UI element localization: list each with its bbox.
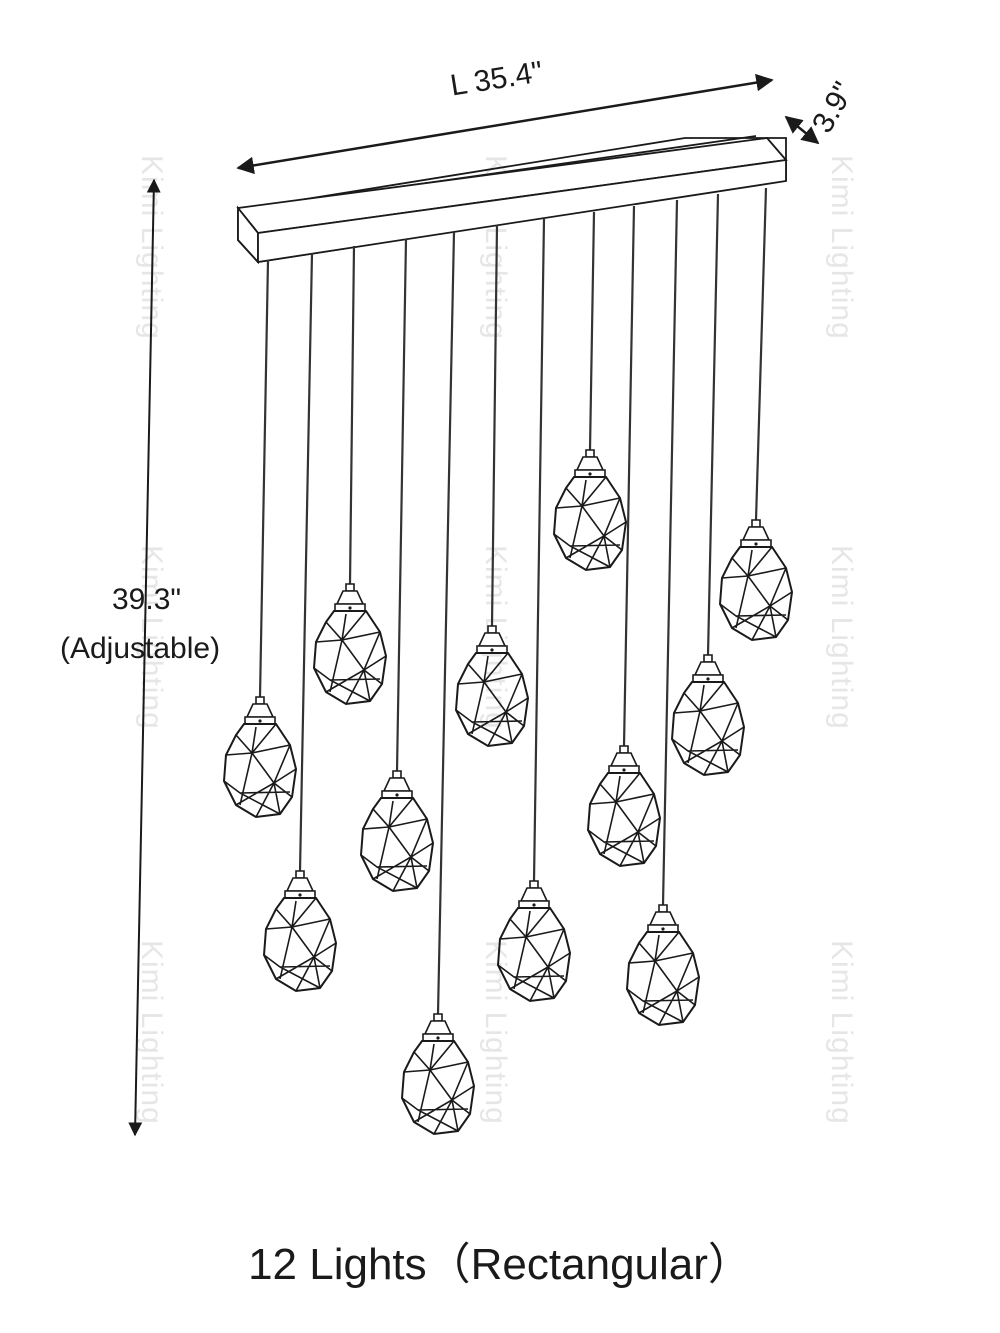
- height-label: 39.3": [112, 583, 182, 616]
- suspension-wires: [258, 187, 768, 1015]
- product-caption: 12 Lights（Rectangular）: [248, 1240, 752, 1289]
- height-dimension-arrow: [128, 178, 161, 1137]
- width-dimension-arrow: [784, 115, 820, 145]
- canopy-bar-faces: [236, 137, 788, 265]
- pendant-shades: [223, 449, 793, 1135]
- height-note: (Adjustable): [60, 632, 221, 665]
- length-dimension-arrow: [236, 73, 774, 175]
